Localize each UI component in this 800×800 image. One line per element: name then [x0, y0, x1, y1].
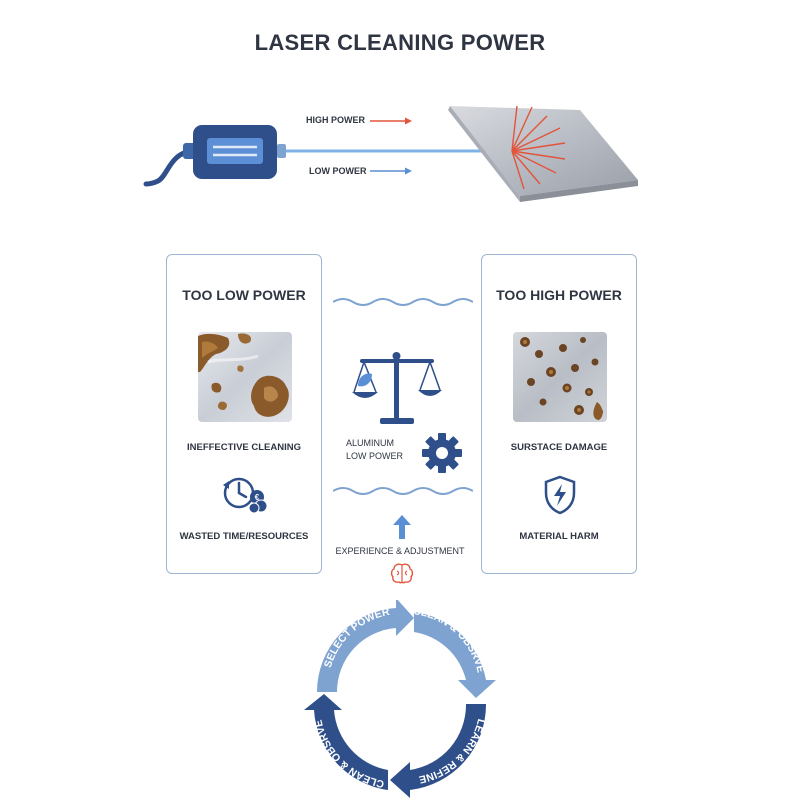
leaf-icon — [358, 373, 372, 387]
cycle-segment-learn — [390, 704, 487, 798]
laser-spark — [511, 105, 566, 190]
material-line-1: ALUMINUM — [346, 438, 395, 448]
gear-icon — [422, 433, 462, 473]
power-cycle-diagram: SELECT POWER CLEAN & OBSRVE LEARN & REFI… — [304, 600, 496, 798]
damaged-surface-image — [513, 332, 607, 422]
clock-coins-icon: € — [223, 477, 268, 514]
cycle-segment-select — [316, 600, 414, 692]
wave-divider-bottom — [333, 487, 473, 495]
high-power-label: HIGH POWER — [306, 115, 366, 125]
cycle-segment-clean-bottom — [304, 694, 388, 790]
balance-scale-icon — [352, 352, 442, 424]
up-arrow-icon — [393, 515, 411, 539]
brain-icon — [390, 563, 414, 584]
laser-device — [183, 125, 286, 179]
ineffective-cleaning-label: INEFFECTIVE CLEANING — [186, 442, 301, 453]
svg-text:€: € — [255, 493, 260, 502]
metal-plate — [448, 106, 638, 202]
too-low-power-panel: TOO LOW POWER INEFFECTIVE CLEANING € WAS… — [166, 254, 322, 574]
experience-adjustment-label: EXPERIENCE & ADJUSTMENT — [335, 546, 465, 556]
laser-diagram — [143, 105, 638, 202]
rusty-surface-image — [198, 332, 292, 422]
panel-title: TOO HIGH POWER — [496, 287, 622, 303]
too-high-power-panel: TOO HIGH POWER — [481, 254, 637, 574]
shield-lightning-icon — [544, 475, 576, 515]
material-line-2: LOW POWER — [346, 451, 404, 461]
page-title: LASER CLEANING POWER — [254, 30, 546, 55]
wasted-time-label: WASTED TIME/RESOURCES — [179, 531, 309, 542]
material-harm-label: MATERIAL HARM — [519, 531, 599, 542]
low-power-label: LOW POWER — [309, 166, 367, 176]
cable — [143, 148, 198, 187]
surface-damage-label: SURSTACE DAMAGE — [510, 442, 608, 453]
material-label: ALUMINUM LOW POWER — [346, 437, 403, 463]
wave-divider-top — [333, 298, 473, 306]
panel-title: TOO LOW POWER — [182, 287, 306, 303]
cycle-segment-clean-top — [414, 612, 496, 698]
